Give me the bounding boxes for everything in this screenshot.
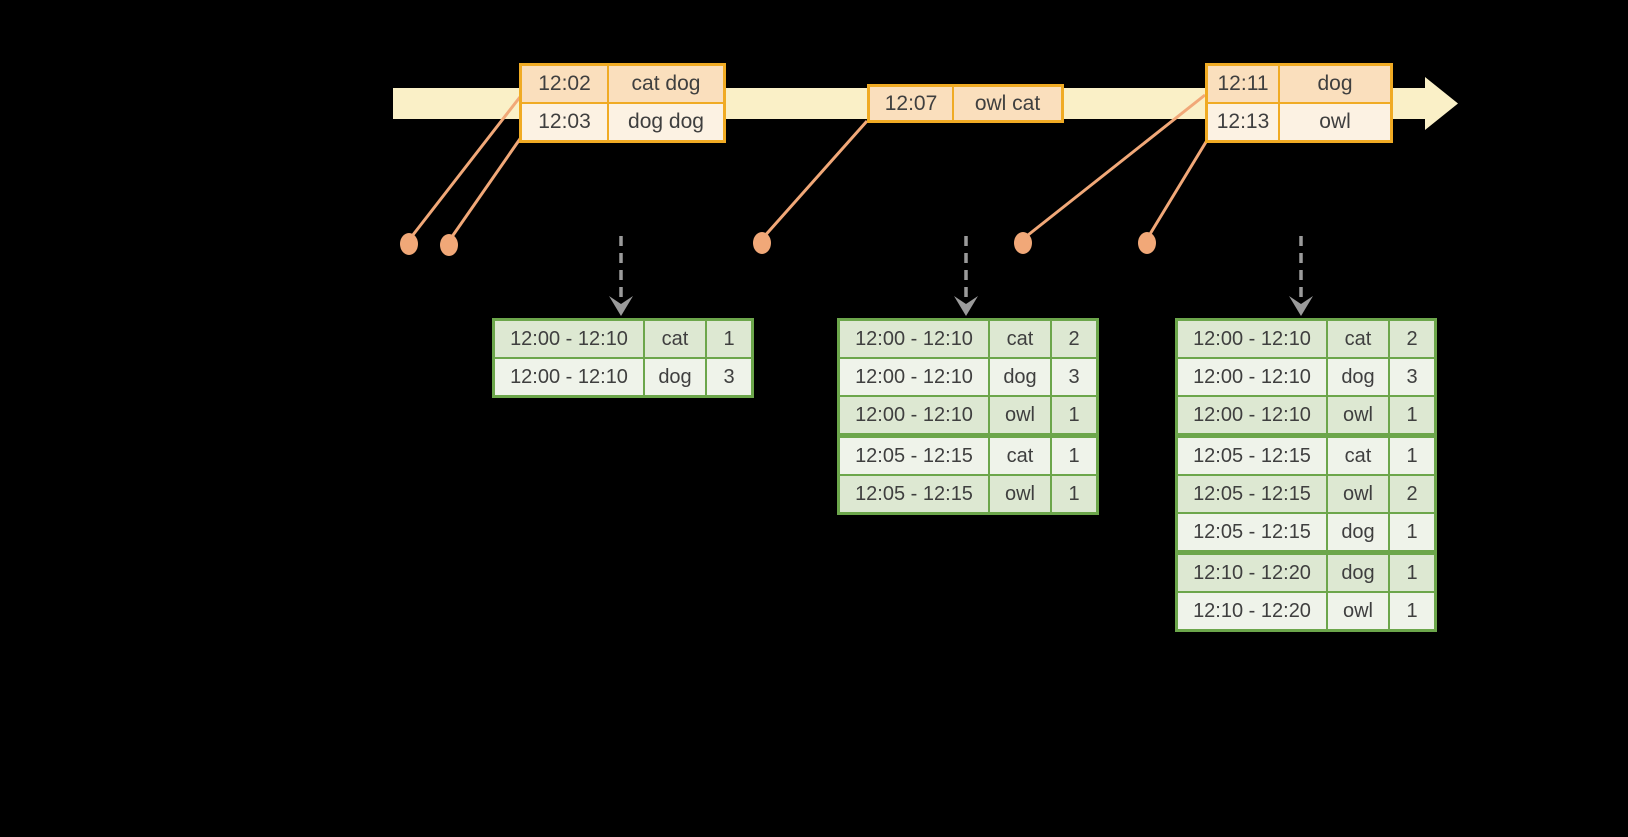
result-table-3: 12:00 - 12:10 cat 2 12:00 - 12:10 dog 3 … (1175, 318, 1437, 632)
window-cell: 12:00 - 12:10 (1178, 321, 1326, 357)
window-cell: 12:00 - 12:10 (495, 359, 643, 395)
event-time-cell: 12:03 (522, 104, 607, 140)
count-cell: 1 (707, 321, 751, 357)
event-connector-line (1022, 93, 1206, 241)
count-cell: 1 (1052, 438, 1096, 474)
count-cell: 1 (1390, 555, 1434, 591)
table-row: 12:05 - 12:15 owl 1 (840, 476, 1096, 512)
word-cell: cat (645, 321, 705, 357)
table-row: 12:03 dog dog (522, 104, 723, 140)
table-row: 12:05 - 12:15 cat 1 (840, 438, 1096, 474)
table-row: 12:11 dog (1208, 66, 1390, 102)
event-words-cell: owl (1280, 104, 1390, 140)
window-cell: 12:05 - 12:15 (1178, 514, 1326, 550)
table-row: 12:05 - 12:15 cat 1 (1178, 438, 1434, 474)
window-cell: 12:00 - 12:10 (495, 321, 643, 357)
table-row: 12:13 owl (1208, 104, 1390, 140)
table-row: 12:05 - 12:15 dog 1 (1178, 514, 1434, 550)
count-cell: 3 (1390, 359, 1434, 395)
table-row: 12:00 - 12:10 cat 1 (495, 321, 751, 357)
result-table-1: 12:00 - 12:10 cat 1 12:00 - 12:10 dog 3 (492, 318, 754, 398)
count-cell: 1 (1390, 397, 1434, 433)
event-words-cell: dog dog (609, 104, 723, 140)
event-table-2: 12:07 owl cat (867, 84, 1064, 123)
table-row: 12:05 - 12:15 owl 2 (1178, 476, 1434, 512)
event-connector-line (407, 96, 522, 241)
window-cell: 12:05 - 12:15 (840, 476, 988, 512)
word-cell: owl (990, 397, 1050, 433)
event-time-cell: 12:13 (1208, 104, 1278, 140)
count-cell: 1 (1052, 397, 1096, 433)
table-row: 12:00 - 12:10 dog 3 (1178, 359, 1434, 395)
count-cell: 1 (1390, 438, 1434, 474)
event-connector-line (760, 120, 869, 240)
count-cell: 1 (1390, 514, 1434, 550)
table-row: 12:07 owl cat (870, 87, 1061, 120)
result-table-2: 12:00 - 12:10 cat 2 12:00 - 12:10 dog 3 … (837, 318, 1099, 515)
event-point-dot (753, 232, 771, 254)
event-time-cell: 12:11 (1208, 66, 1278, 102)
table-row: 12:02 cat dog (522, 66, 723, 102)
word-cell: dog (1328, 555, 1388, 591)
table-row: 12:10 - 12:20 dog 1 (1178, 555, 1434, 591)
word-cell: cat (1328, 321, 1388, 357)
window-cell: 12:00 - 12:10 (840, 321, 988, 357)
trigger-arrowhead-icon (609, 296, 633, 316)
table-row: 12:10 - 12:20 owl 1 (1178, 593, 1434, 629)
event-time-cell: 12:07 (870, 87, 952, 120)
word-cell: dog (645, 359, 705, 395)
event-words-cell: dog (1280, 66, 1390, 102)
window-cell: 12:00 - 12:10 (840, 397, 988, 433)
word-cell: owl (1328, 397, 1388, 433)
word-cell: cat (990, 321, 1050, 357)
count-cell: 2 (1390, 321, 1434, 357)
event-connector-line (447, 135, 524, 242)
window-cell: 12:00 - 12:10 (840, 359, 988, 395)
word-cell: dog (1328, 514, 1388, 550)
event-point-dot (400, 233, 418, 255)
count-cell: 1 (1052, 476, 1096, 512)
word-cell: dog (1328, 359, 1388, 395)
table-row: 12:00 - 12:10 dog 3 (495, 359, 751, 395)
trigger-arrowhead-icon (1289, 296, 1313, 316)
window-cell: 12:10 - 12:20 (1178, 555, 1326, 591)
count-cell: 1 (1390, 593, 1434, 629)
window-cell: 12:05 - 12:15 (840, 438, 988, 474)
event-words-cell: owl cat (954, 87, 1061, 120)
event-point-dot (1138, 232, 1156, 254)
event-table-3: 12:11 dog 12:13 owl (1205, 63, 1393, 143)
table-row: 12:00 - 12:10 cat 2 (1178, 321, 1434, 357)
word-cell: owl (1328, 593, 1388, 629)
word-cell: cat (1328, 438, 1388, 474)
count-cell: 3 (707, 359, 751, 395)
table-row: 12:00 - 12:10 owl 1 (840, 397, 1096, 433)
window-cell: 12:05 - 12:15 (1178, 476, 1326, 512)
event-words-cell: cat dog (609, 66, 723, 102)
window-cell: 12:10 - 12:20 (1178, 593, 1326, 629)
count-cell: 2 (1052, 321, 1096, 357)
event-point-dot (440, 234, 458, 256)
count-cell: 3 (1052, 359, 1096, 395)
count-cell: 2 (1390, 476, 1434, 512)
window-cell: 12:00 - 12:10 (1178, 397, 1326, 433)
table-row: 12:00 - 12:10 dog 3 (840, 359, 1096, 395)
word-cell: owl (1328, 476, 1388, 512)
word-cell: owl (990, 476, 1050, 512)
window-cell: 12:05 - 12:15 (1178, 438, 1326, 474)
event-time-cell: 12:02 (522, 66, 607, 102)
word-cell: cat (990, 438, 1050, 474)
trigger-arrowhead-icon (954, 296, 978, 316)
table-row: 12:00 - 12:10 cat 2 (840, 321, 1096, 357)
word-cell: dog (990, 359, 1050, 395)
event-connector-line (1145, 136, 1211, 240)
table-row: 12:00 - 12:10 owl 1 (1178, 397, 1434, 433)
event-table-1: 12:02 cat dog 12:03 dog dog (519, 63, 726, 143)
event-point-dot (1014, 232, 1032, 254)
window-cell: 12:00 - 12:10 (1178, 359, 1326, 395)
